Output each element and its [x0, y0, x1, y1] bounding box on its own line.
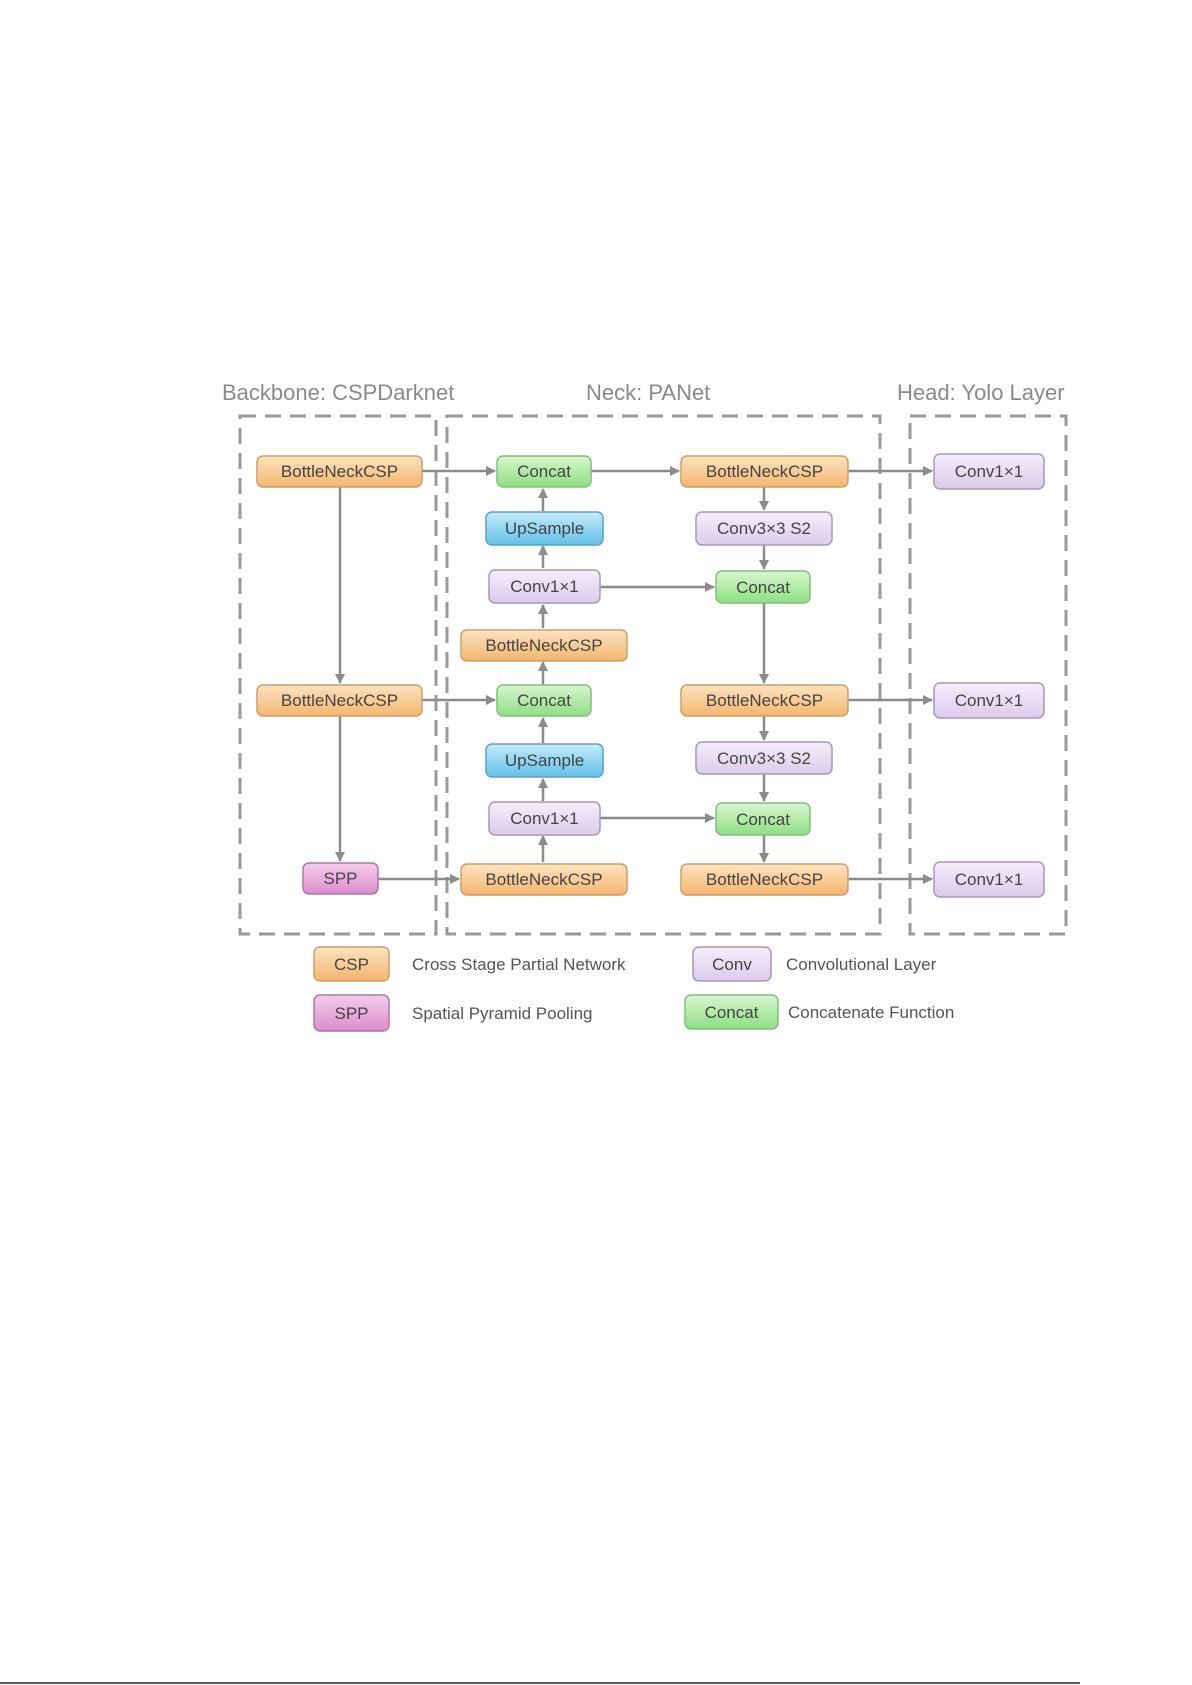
- legend: CSP Cross Stage Partial Network SPP Spat…: [313, 946, 954, 1032]
- legend-csp-key: CSP: [334, 955, 369, 974]
- legend-concat: Concat Concatenate Function: [684, 994, 954, 1030]
- bb-spp-node: SPP: [302, 862, 379, 895]
- nk-upsample-2-node: UpSample: [485, 743, 604, 778]
- legend-spp: SPP Spatial Pyramid Pooling: [313, 994, 592, 1032]
- neck-region: [445, 414, 882, 936]
- pn-bottleneckcsp-2-label: BottleNeckCSP: [706, 691, 823, 710]
- nk-bottleneckcsp-bottom-label: BottleNeckCSP: [485, 870, 602, 889]
- nk-concat-1-node: Concat: [496, 455, 592, 488]
- legend-spp-swatch: [313, 994, 390, 1032]
- hd-conv1x1-2-node: Conv1×1: [933, 682, 1045, 719]
- pn-bottleneckcsp-1-label: BottleNeckCSP: [706, 462, 823, 481]
- nk-conv1x1-1-node: Conv1×1: [488, 569, 601, 604]
- backbone-title: Backbone: CSPDarknet: [222, 380, 454, 405]
- legend-conv-swatch: [692, 946, 772, 982]
- nodes: BottleNeckCSP BottleNeckCSP SPP Concat U…: [256, 453, 1045, 898]
- hd-conv1x1-3-label: Conv1×1: [955, 870, 1024, 889]
- nk-bottleneckcsp-mid-node: BottleNeckCSP: [460, 629, 628, 662]
- hd-conv1x1-3-node: Conv1×1: [933, 861, 1045, 898]
- legend-spp-key: SPP: [334, 1004, 368, 1023]
- pn-conv3x3-s2-2-node: Conv3×3 S2: [695, 741, 833, 775]
- nk-upsample-1-node: UpSample: [485, 511, 604, 546]
- legend-concat-swatch: [684, 994, 779, 1030]
- bb-bottleneckcsp-1-label: BottleNeckCSP: [281, 462, 398, 481]
- bb-bottleneckcsp-2-node: BottleNeckCSP: [256, 684, 423, 717]
- nk-concat-1-label: Concat: [517, 462, 571, 481]
- bb-bottleneckcsp-2-label: BottleNeckCSP: [281, 691, 398, 710]
- backbone-region: [238, 414, 438, 936]
- nk-concat-2-label: Concat: [517, 691, 571, 710]
- pn-concat-1-node: Concat: [715, 570, 811, 604]
- nk-bottleneckcsp-bottom-node: BottleNeckCSP: [460, 863, 628, 896]
- nk-conv1x1-1-label: Conv1×1: [510, 577, 579, 596]
- pn-conv3x3-s2-1-label: Conv3×3 S2: [717, 519, 811, 538]
- pn-bottleneckcsp-3-label: BottleNeckCSP: [706, 870, 823, 889]
- legend-concat-text: Concatenate Function: [788, 1003, 954, 1022]
- legend-csp: CSP Cross Stage Partial Network: [313, 946, 626, 982]
- nk-conv1x1-2-label: Conv1×1: [510, 809, 579, 828]
- hd-conv1x1-1-node: Conv1×1: [933, 453, 1045, 490]
- hd-conv1x1-2-label: Conv1×1: [955, 691, 1024, 710]
- legend-csp-text: Cross Stage Partial Network: [412, 955, 626, 974]
- nk-concat-2-node: Concat: [496, 684, 592, 717]
- pn-bottleneckcsp-3-node: BottleNeckCSP: [680, 863, 849, 896]
- neck-title: Neck: PANet: [586, 380, 710, 405]
- hd-conv1x1-1-label: Conv1×1: [955, 462, 1024, 481]
- nk-upsample-1-label: UpSample: [505, 519, 584, 538]
- pn-concat-1-label: Concat: [736, 578, 790, 597]
- nk-upsample-2-label: UpSample: [505, 751, 584, 770]
- bb-spp-label: SPP: [323, 869, 357, 888]
- head-region: [908, 414, 1068, 936]
- pn-concat-2-label: Concat: [736, 810, 790, 829]
- legend-conv-key: Conv: [712, 955, 752, 974]
- legend-csp-swatch: [313, 946, 390, 982]
- pn-conv3x3-s2-2-label: Conv3×3 S2: [717, 749, 811, 768]
- legend-conv-text: Convolutional Layer: [786, 955, 937, 974]
- nk-bottleneckcsp-mid-label: BottleNeckCSP: [485, 636, 602, 655]
- pn-bottleneckcsp-2-node: BottleNeckCSP: [680, 684, 849, 717]
- legend-concat-key: Concat: [705, 1003, 759, 1022]
- bb-bottleneckcsp-1-node: BottleNeckCSP: [256, 455, 423, 488]
- legend-spp-text: Spatial Pyramid Pooling: [412, 1004, 592, 1023]
- nk-conv1x1-2-node: Conv1×1: [488, 801, 601, 836]
- pn-conv3x3-s2-1-node: Conv3×3 S2: [695, 511, 833, 546]
- pn-bottleneckcsp-1-node: BottleNeckCSP: [680, 455, 849, 488]
- edges: [335, 466, 933, 884]
- pn-concat-2-node: Concat: [715, 802, 811, 836]
- legend-conv: Conv Convolutional Layer: [692, 946, 937, 982]
- head-title: Head: Yolo Layer: [897, 380, 1065, 405]
